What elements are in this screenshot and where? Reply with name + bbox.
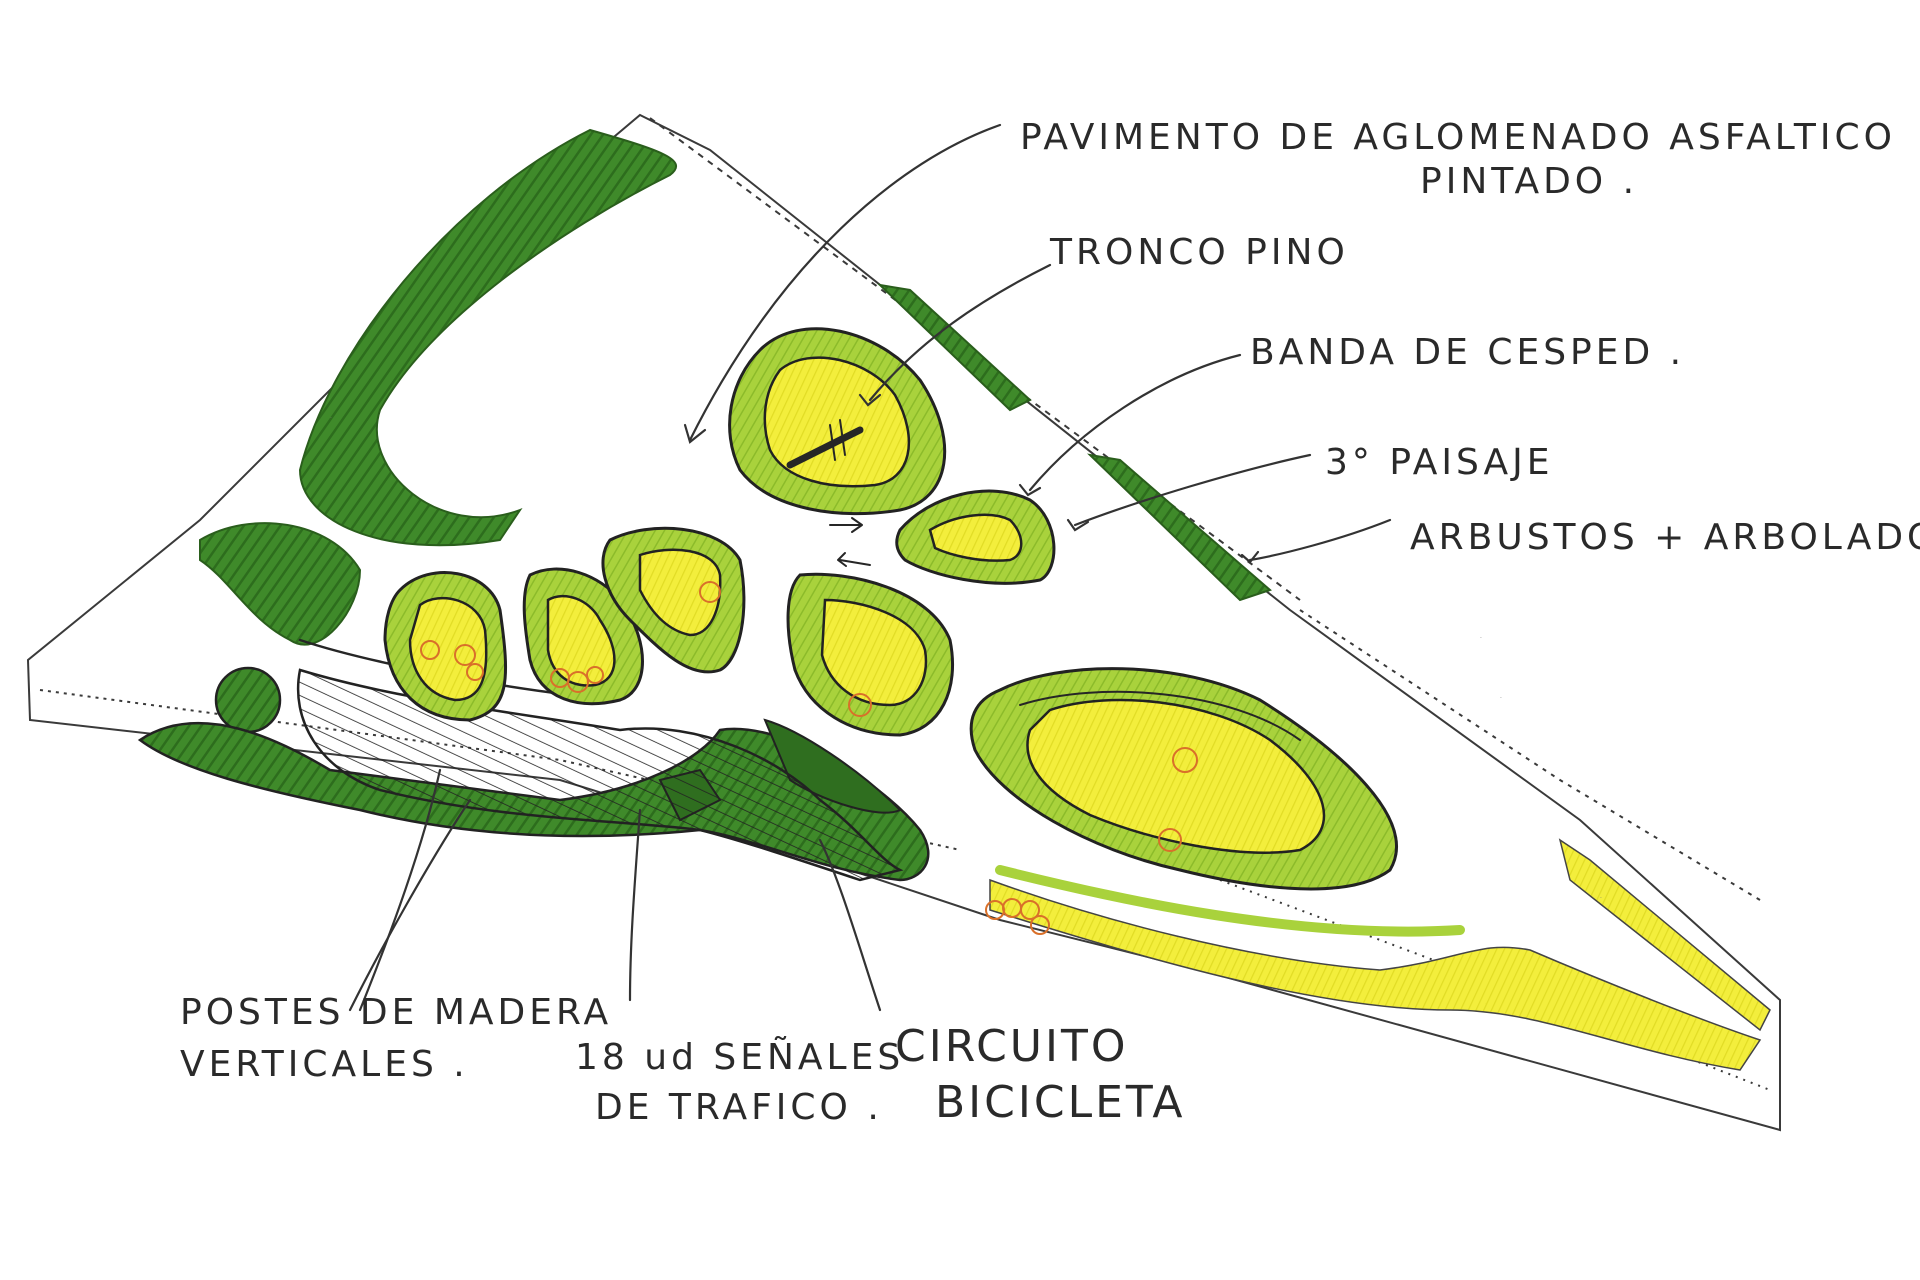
lawn-strip-bottom — [989, 838, 1771, 1071]
note-senales-line2: DE TRAFICO . — [595, 1087, 883, 1128]
note-circuito: CIRCUITO BICICLETA — [895, 1025, 1185, 1125]
note-paisaje: 3° PAISAJE — [1325, 442, 1554, 483]
note-pavimento-line1: PAVIMENTO DE AGLOMENADO ASFALTICO — [1020, 117, 1896, 158]
note-postes-line2: VERTICALES . — [180, 1044, 469, 1085]
svg-text:·: · — [1500, 695, 1502, 702]
flow-arrows — [829, 517, 871, 567]
svg-text:·: · — [330, 415, 332, 422]
island-5 — [728, 327, 947, 516]
note-arbustos: ARBUSTOS + ARBOLADO . — [1410, 517, 1920, 558]
note-pavimento: PAVIMENTO DE AGLOMENADO ASFALTICO PINTAD… — [1020, 120, 1896, 200]
island-large — [969, 667, 1398, 891]
leader-lines — [348, 123, 1392, 1012]
note-pavimento-line2: PINTADO . — [1420, 161, 1639, 202]
note-postes: POSTES DE MADERA VERTICALES . — [180, 995, 612, 1083]
island-6 — [895, 489, 1056, 585]
site-outline — [26, 113, 1781, 1132]
note-senales: 18 ud SEÑALES DE TRAFICO . — [575, 1040, 904, 1126]
note-circuito-line1: CIRCUITO — [895, 1021, 1129, 1072]
island-2 — [522, 567, 644, 706]
svg-text:·: · — [1600, 895, 1602, 902]
island-3 — [601, 526, 746, 674]
note-tronco-pino: TRONCO PINO — [1050, 232, 1349, 273]
note-circuito-line2: BICICLETA — [935, 1077, 1186, 1128]
tree-circles — [420, 581, 1198, 935]
note-senales-line1: 18 ud SEÑALES — [575, 1037, 905, 1078]
note-postes-line1: POSTES DE MADERA — [180, 992, 613, 1033]
note-banda-cesped: BANDA DE CESPED . — [1250, 332, 1686, 373]
island-4 — [786, 572, 955, 737]
survey-marks: · · · · — [330, 415, 1602, 902]
svg-text:·: · — [1480, 635, 1482, 642]
